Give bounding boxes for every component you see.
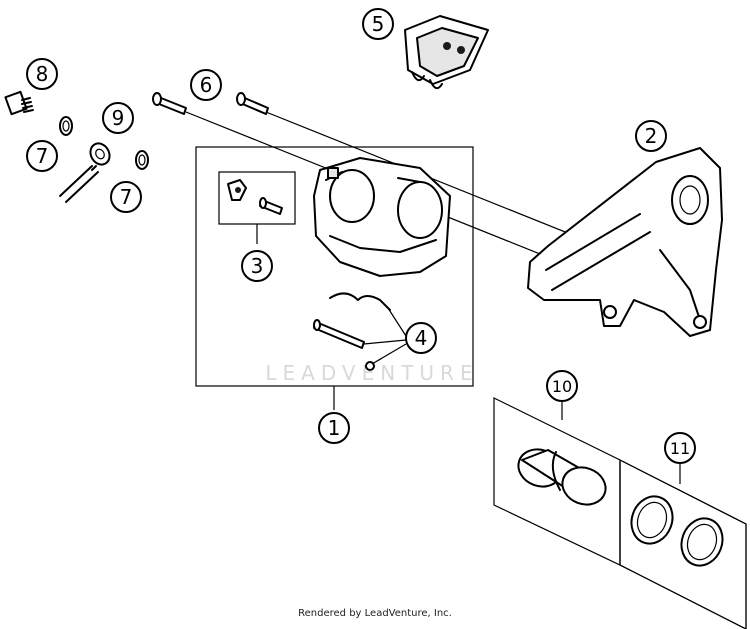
callout-8: 8 [36,62,49,86]
callout-circle-10 [546,370,578,402]
piston-kit-icon [517,448,607,506]
bleeder-kit-icon [227,179,283,215]
callout-circle-11 [664,432,696,464]
callout-2: 2 [645,124,658,148]
caliper-body-icon [313,157,451,277]
callout-circle-4 [405,322,437,354]
bleeder-screw-icon [4,90,34,116]
callout-circle-7b [110,181,142,213]
callout-10: 10 [552,377,572,396]
callout-circle-1 [318,412,350,444]
callout-3: 3 [251,254,264,278]
callout-circle-5 [362,8,394,40]
bleeder-kit-box [218,171,296,225]
callout-circle-6 [190,69,222,101]
seal-kit-box [619,459,747,629]
callout-circle-9 [102,102,134,134]
callout-9: 9 [112,106,125,130]
callout-5: 5 [372,12,385,36]
callout-circle-7a [26,140,58,172]
seal-kit-icon [630,495,724,567]
banjo-hose-icon [59,142,111,203]
callout-circle-2 [635,120,667,152]
callout-circle-8 [26,58,58,90]
callout-11: 11 [670,439,690,458]
callout-7a: 7 [36,144,49,168]
credit-text: Rendered by LeadVenture, Inc. [298,608,452,619]
washer-icon [59,116,149,170]
callout-6: 6 [200,73,213,97]
callout-4: 4 [415,326,428,350]
callout-7b: 7 [120,185,133,209]
callout-1: 1 [328,416,341,440]
caliper-bracket-icon [527,147,723,337]
callout-circle-3 [241,250,273,282]
pin-kit-icon [313,292,391,371]
brake-pads-icon [404,15,489,90]
